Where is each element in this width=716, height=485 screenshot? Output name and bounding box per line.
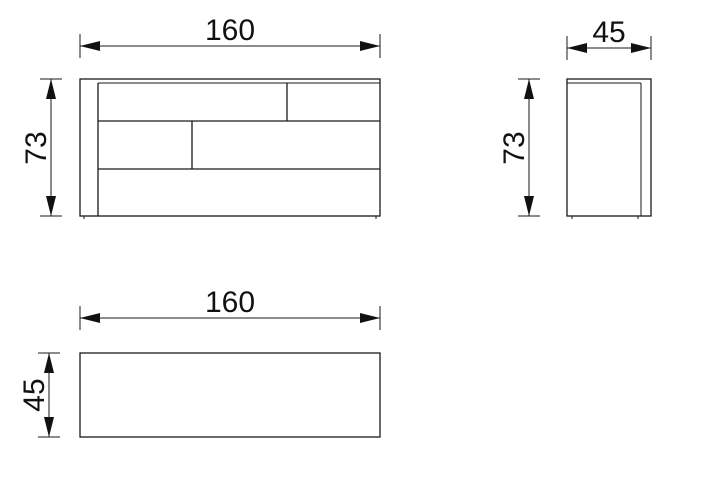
side-height-label: 73 <box>498 131 531 164</box>
front-height-dimension: 73 <box>20 78 62 217</box>
front-width-dimension: 160 <box>79 14 381 58</box>
arrowhead <box>80 313 100 323</box>
front-height-label: 73 <box>20 131 53 164</box>
front-view: 160 73 <box>20 14 381 219</box>
side-depth-label: 45 <box>592 16 625 49</box>
arrowhead <box>44 353 54 373</box>
arrowhead <box>46 196 56 216</box>
top-view: 160 45 <box>18 286 381 438</box>
side-outline <box>566 78 652 217</box>
arrowhead <box>631 43 651 53</box>
front-outline <box>79 78 381 217</box>
top-depth-dimension: 45 <box>18 352 60 438</box>
arrowhead <box>567 43 587 53</box>
top-width-label: 160 <box>205 286 255 319</box>
side-view: 45 73 <box>498 16 652 219</box>
arrowhead <box>360 313 380 323</box>
arrowhead <box>524 79 534 99</box>
front-width-label: 160 <box>205 14 255 47</box>
top-outline <box>79 352 381 438</box>
side-height-dimension: 73 <box>498 78 540 217</box>
arrowhead <box>360 41 380 51</box>
arrowhead <box>44 417 54 437</box>
arrowhead <box>80 41 100 51</box>
top-width-dimension: 160 <box>79 286 381 330</box>
top-depth-label: 45 <box>18 378 51 411</box>
arrowhead <box>524 196 534 216</box>
side-depth-dimension: 45 <box>566 16 652 60</box>
arrowhead <box>46 79 56 99</box>
